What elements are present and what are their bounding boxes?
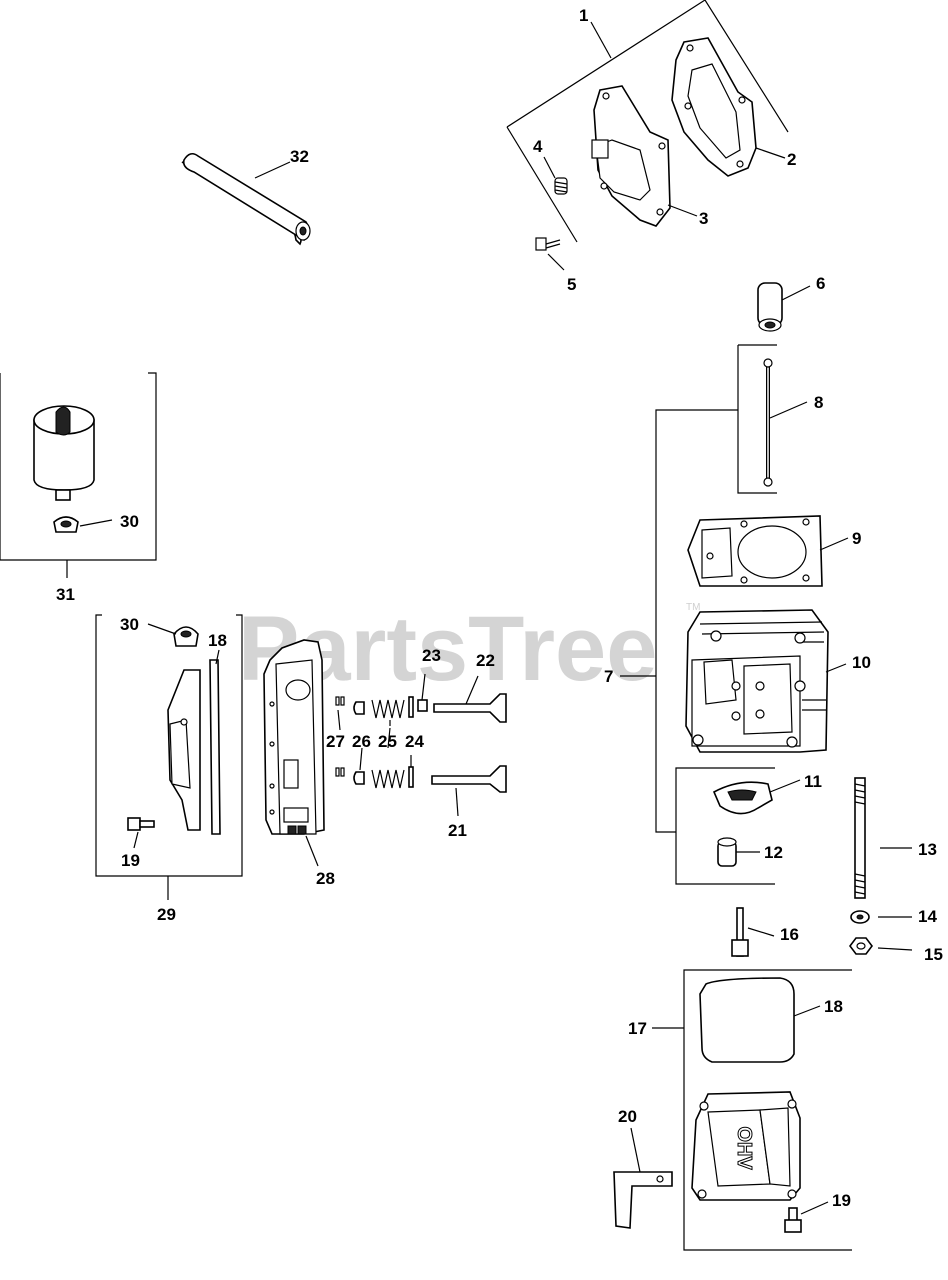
callout-9[interactable]: 9 [852,529,861,548]
callout-19-left[interactable]: 19 [121,851,140,870]
callout-1[interactable]: 1 [579,6,588,25]
callout-30-lower[interactable]: 30 [120,615,139,634]
callout-28[interactable]: 28 [316,869,335,888]
callout-8[interactable]: 8 [814,393,823,412]
callout-19-right[interactable]: 19 [832,1191,851,1210]
breather-plate-screw-part[interactable] [127,817,155,831]
exhaust-valve-part[interactable] [433,693,507,723]
valve-kit-group [95,614,243,877]
intake-valve-part[interactable] [431,765,507,793]
washer-part[interactable] [850,910,870,924]
callout-25[interactable]: 25 [378,732,397,751]
air-filter-kit-group [0,372,157,561]
valve-lifter-part[interactable] [757,282,783,332]
callout-30-upper[interactable]: 30 [120,512,139,531]
stud-part[interactable] [854,777,866,899]
breather-screw-part[interactable] [535,237,561,251]
valve-cover-gasket-part[interactable] [699,977,795,1063]
callout-31[interactable]: 31 [56,585,75,604]
callout-labels: 1 2 3 4 5 6 7 8 9 10 11 12 13 14 15 16 1… [56,6,943,1210]
callout-17[interactable]: 17 [628,1019,647,1038]
watermark-tm: TM [686,602,700,613]
breather-tube-part[interactable] [181,152,311,246]
breather-spring-part[interactable] [554,177,568,195]
grommet-part-upper[interactable] [53,516,79,533]
rocker-arm-part[interactable] [712,781,773,815]
callout-7[interactable]: 7 [604,667,613,686]
callout-2[interactable]: 2 [787,150,796,169]
callout-18-right[interactable]: 18 [824,997,843,1016]
valve-cover-screw-part[interactable] [784,1207,802,1233]
callout-4[interactable]: 4 [533,137,543,156]
callout-27[interactable]: 27 [326,732,345,751]
valve-keeper-part[interactable] [335,696,345,777]
callout-13[interactable]: 13 [918,840,937,859]
callout-18-left[interactable]: 18 [208,631,227,650]
grommet-part-lower[interactable] [173,626,199,647]
callout-32[interactable]: 32 [290,147,309,166]
callout-15[interactable]: 15 [924,945,943,964]
valve-cover-part[interactable]: OHV [691,1091,801,1201]
oil-separator-part[interactable] [33,405,95,501]
breather-plate-part[interactable] [167,669,201,831]
breather-gasket-part[interactable] [671,37,757,177]
cylinder-head-part[interactable] [685,609,829,753]
callout-16[interactable]: 16 [780,925,799,944]
callout-3[interactable]: 3 [699,209,708,228]
rocker-pivot-part[interactable] [717,837,737,867]
callout-12[interactable]: 12 [764,843,783,862]
callout-20[interactable]: 20 [618,1107,637,1126]
side-gasket-part[interactable] [209,659,221,835]
lifting-bracket-part[interactable] [613,1171,673,1229]
valve-spring-part[interactable] [371,699,405,789]
callout-23[interactable]: 23 [422,646,441,665]
callout-26[interactable]: 26 [352,732,371,751]
callout-6[interactable]: 6 [816,274,825,293]
callout-21[interactable]: 21 [448,821,467,840]
callout-11[interactable]: 11 [804,772,822,791]
valve-cover-kit-group [683,969,852,1251]
push-rod-part[interactable] [763,358,773,487]
valve-cover-stamp: OHV [733,1126,755,1170]
callout-5[interactable]: 5 [567,275,576,294]
callout-22[interactable]: 22 [476,651,495,670]
head-bolt-part[interactable] [731,907,749,957]
breather-kit-group [506,0,789,271]
valve-retainer-part[interactable] [353,701,365,785]
head-gasket-part[interactable] [687,515,823,587]
callout-14[interactable]: 14 [918,907,937,926]
valve-cap-part[interactable] [417,699,428,712]
cylinder-head-side-part[interactable] [263,639,325,835]
callout-29[interactable]: 29 [157,905,176,924]
callout-24[interactable]: 24 [405,732,424,751]
nut-part[interactable] [849,937,873,955]
breather-cover-part[interactable] [591,85,671,227]
callout-10[interactable]: 10 [852,653,871,672]
cylinder-head-kit-group [620,344,777,885]
